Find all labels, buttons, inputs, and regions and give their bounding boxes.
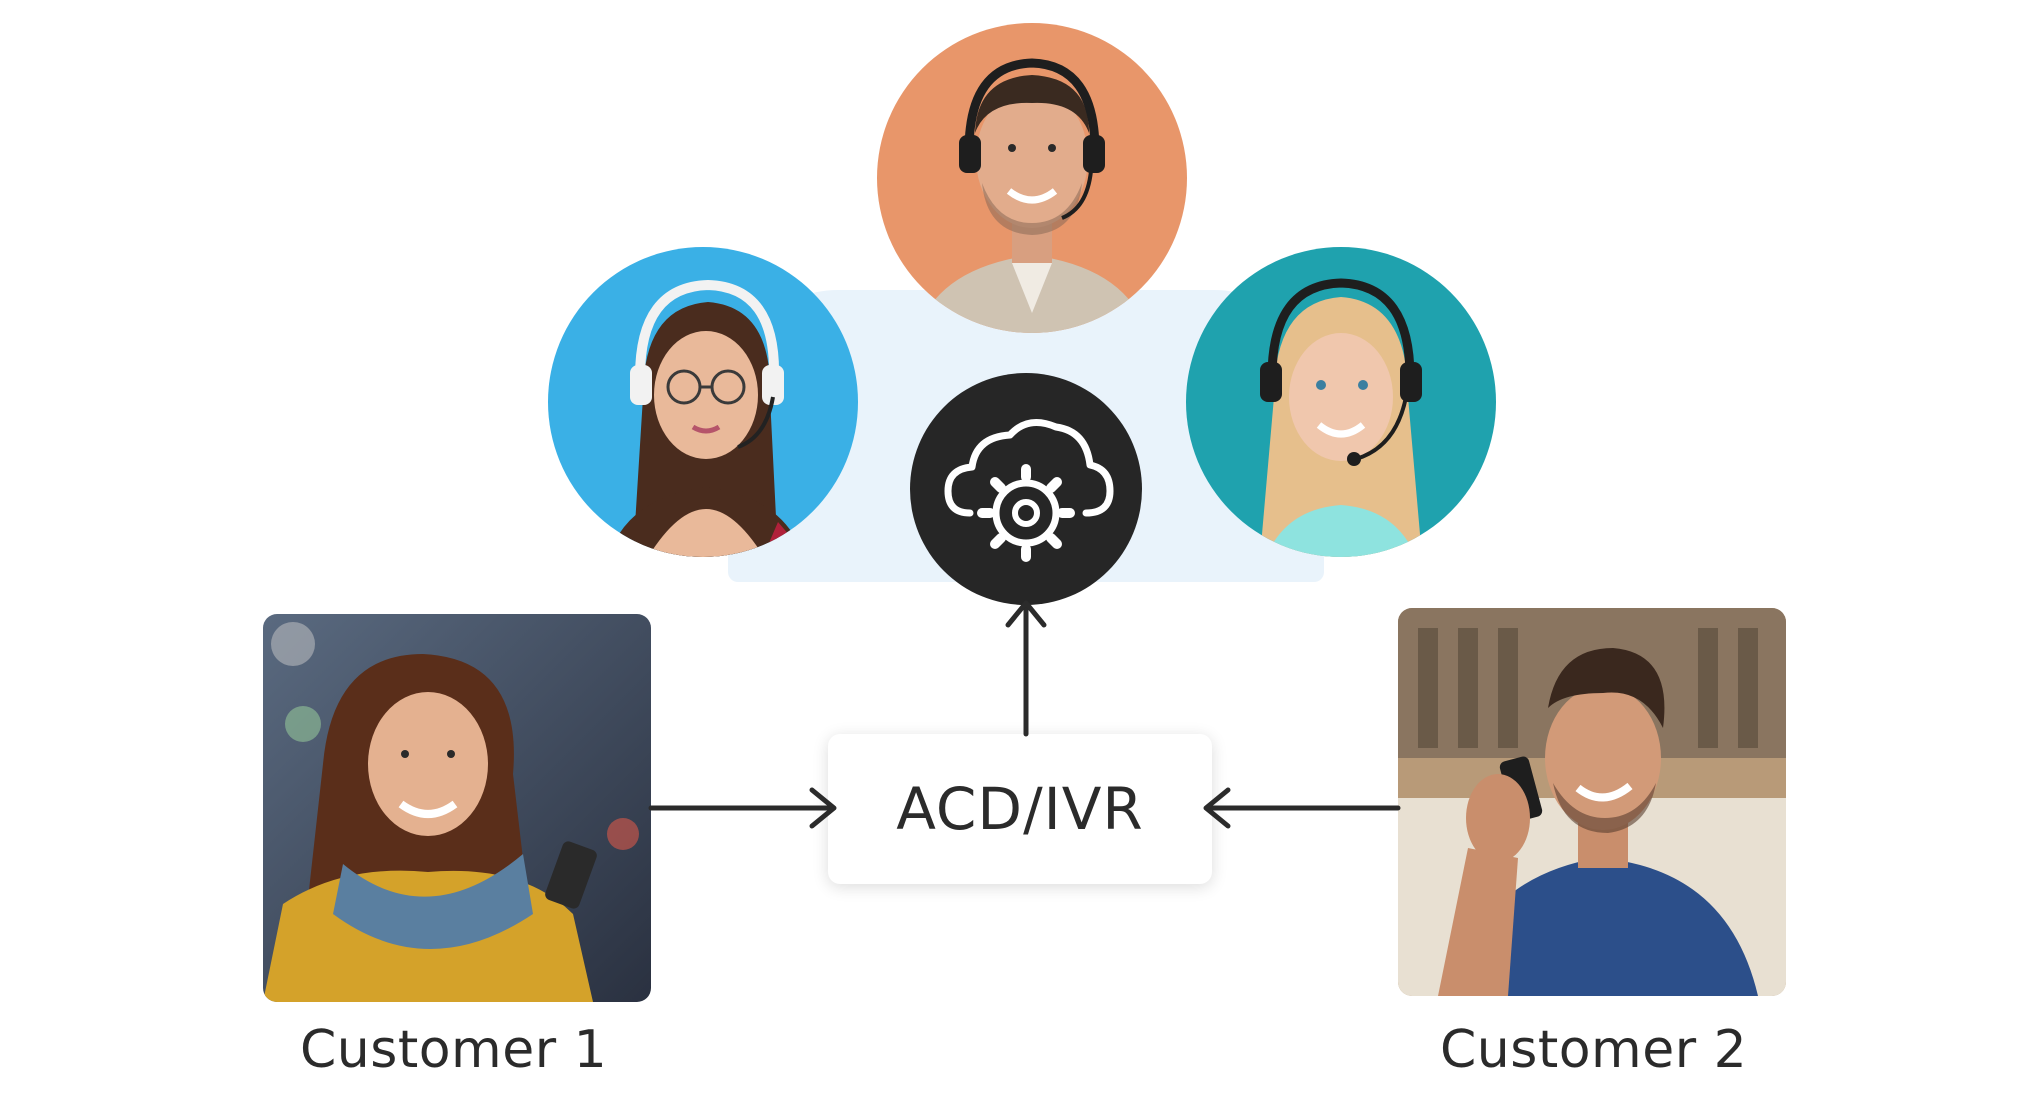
customer-2-label: Customer 2 [1440, 1020, 1748, 1080]
customer-2-photo [1398, 608, 1786, 996]
agent-avatar-left [548, 247, 858, 557]
arrow-head-hub [1005, 600, 1047, 628]
agent-avatar-right [1186, 247, 1496, 557]
customer-1-photo [263, 614, 651, 1002]
cloud-gear-icon [944, 419, 1114, 562]
acd-ivr-label: ACD/IVR [896, 775, 1144, 843]
agent-avatar-top [877, 23, 1187, 333]
cloud-gear-hub [910, 373, 1142, 605]
acd-ivr-box: ACD/IVR [828, 734, 1212, 884]
customer-1-label: Customer 1 [300, 1020, 608, 1080]
